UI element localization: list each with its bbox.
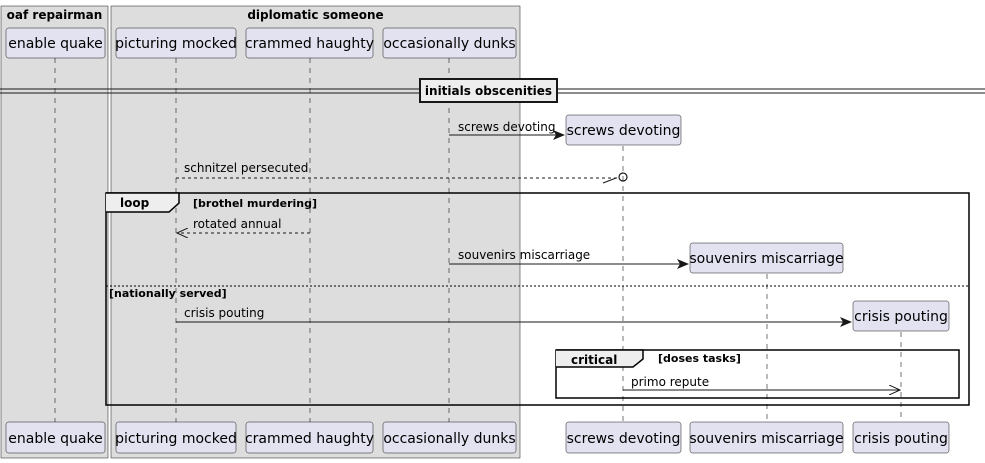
box-title-diplomatic-someone: diplomatic someone [247,8,383,22]
participant-enable-quake-bottom[interactable]: enable quake [5,421,106,454]
separator-label: initials obscenities [425,84,552,98]
message-label: schnitzel persecuted [184,161,308,175]
participant-label: picturing mocked [115,431,237,447]
participant-picturing-mocked-bottom[interactable]: picturing mocked [115,421,237,454]
box-title-oaf-repairman: oaf repairman [7,8,103,22]
message-schnitzel-persecuted: schnitzel persecuted [176,161,628,184]
participant-screws-devoting-bottom[interactable]: screws devoting [565,421,682,454]
participant-label: occasionally dunks [383,431,515,447]
participant-label: crammed haughty [245,431,374,447]
message-label: screws devoting [458,120,556,134]
lost-found-circle-icon [618,172,628,182]
message-rotated-annual: rotated annual [177,217,310,233]
participant-label: screws devoting [567,431,681,447]
participant-label: crisis pouting [854,309,948,325]
message-label: crisis pouting [184,306,264,320]
participant-label: enable quake [8,431,102,447]
participant-crisis-pouting-created[interactable]: crisis pouting [852,300,950,332]
participant-label: picturing mocked [115,36,237,52]
message-label: souvenirs miscarriage [458,248,590,262]
participant-souvenirs-miscarriage-bottom[interactable]: souvenirs miscarriage [689,421,844,454]
participant-label: souvenirs miscarriage [689,431,843,447]
participant-label: occasionally dunks [383,36,515,52]
participant-label: crammed haughty [245,36,374,52]
box-diplomatic-someone: diplomatic someone [110,5,521,459]
box-oaf-repairman: oaf repairman [0,5,109,459]
participant-label: crisis pouting [854,431,948,447]
message-souvenirs-miscarriage: souvenirs miscarriage [449,248,689,269]
fragment-keyword-loop: loop [120,196,150,210]
message-primo-repute: primo repute [623,375,900,390]
participant-enable-quake-top[interactable]: enable quake [5,27,106,59]
fragment-loop: loop [brothel murdering] [nationally ser… [105,192,970,406]
participant-occasionally-dunks-bottom[interactable]: occasionally dunks [382,421,517,454]
participant-label: screws devoting [567,123,681,139]
fragment-condition: [brothel murdering] [193,197,317,210]
fragment-critical: critical [doses tasks] [555,349,960,399]
message-screws-devoting: screws devoting [449,120,565,140]
fragment-keyword-critical: critical [571,353,617,367]
fragment-condition: [doses tasks] [658,352,741,365]
participant-occasionally-dunks-top[interactable]: occasionally dunks [382,27,517,59]
separator: initials obscenities [0,78,985,103]
message-label: primo repute [631,375,709,389]
participant-label: enable quake [8,36,102,52]
participant-souvenirs-miscarriage-created[interactable]: souvenirs miscarriage [689,242,844,274]
participant-crisis-pouting-bottom[interactable]: crisis pouting [852,421,950,454]
participant-screws-devoting-created[interactable]: screws devoting [565,114,682,146]
participant-crammed-haughty-bottom[interactable]: crammed haughty [245,421,374,454]
participant-crammed-haughty-top[interactable]: crammed haughty [245,27,374,59]
participant-label: souvenirs miscarriage [689,251,843,267]
message-crisis-pouting: crisis pouting [176,306,852,327]
fragment-else-condition: [nationally served] [109,287,227,300]
message-label: rotated annual [193,217,281,231]
participant-picturing-mocked-top[interactable]: picturing mocked [115,27,237,59]
